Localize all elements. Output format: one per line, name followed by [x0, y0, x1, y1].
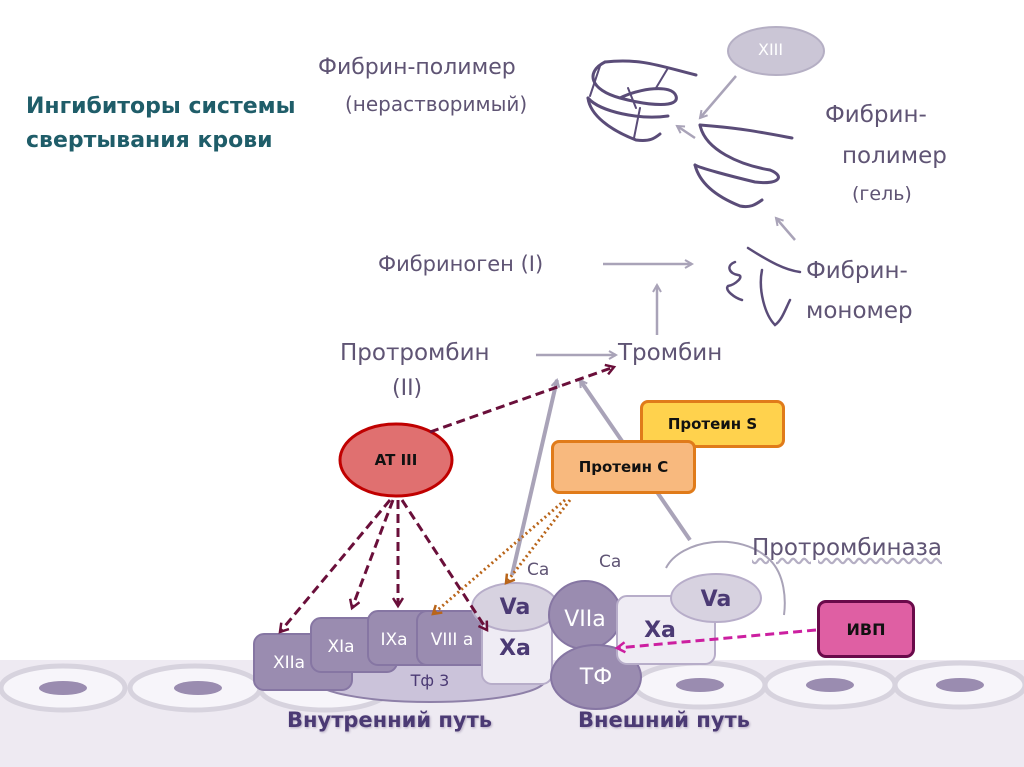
fibrin-monomer-label-1: Фибрин-	[806, 258, 908, 284]
factor-va-right-ellipse	[670, 573, 762, 623]
ivp-box: ИВП	[817, 600, 915, 658]
at3-arrow-xia	[352, 499, 395, 608]
protein-c-label: Протеин C	[578, 458, 669, 476]
title-line-2: свертывания крови	[26, 128, 273, 153]
at3-label: AT III	[374, 451, 418, 469]
factor-xiii-label: XIII	[758, 40, 784, 59]
protein-s-box: Протеин S	[640, 400, 785, 448]
cell-nuclei	[39, 678, 984, 695]
calcium-label-right: Ca	[599, 552, 622, 572]
factor-xa-right-label: Xa	[644, 617, 676, 643]
arrow-monomer-to-gel	[776, 218, 796, 241]
at3-arrow-xiia	[280, 499, 392, 632]
factor-viia-label: VIIa	[564, 606, 606, 632]
arrow-xiii-to-polymer	[700, 75, 737, 118]
protein-c-box: Протеин C	[551, 440, 696, 494]
gel-label: (гель)	[852, 183, 912, 205]
protein-s-label: Протеин S	[667, 415, 758, 433]
fibrin-monomer-icon	[725, 246, 802, 327]
factor-xiii-ellipse	[727, 26, 825, 76]
page-title: Ингибиторы системы свертывания крови	[26, 90, 296, 158]
cell-nucleus	[936, 678, 984, 692]
ivp-label: ИВП	[846, 619, 886, 639]
factor-xiia-label: XIIa	[272, 653, 306, 673]
factor-tf-ellipse	[550, 644, 642, 710]
factor-tf3-label: Тф 3	[410, 670, 450, 690]
fibrin-gel-icon	[693, 123, 794, 209]
title-line-1: Ингибиторы системы	[26, 94, 296, 119]
protein-c-arrow-viiia	[433, 498, 566, 614]
ivp-arrow-xa	[617, 628, 817, 648]
prothrombinase-label: Протромбиназа	[752, 535, 942, 561]
factor-va-right-label: Va	[700, 586, 732, 612]
intrinsic-pathway-label: Внутренний путь	[287, 708, 493, 732]
factor-tf-label: ТФ	[579, 664, 613, 690]
at3-arrow-xa	[400, 499, 487, 630]
factor-viiia-label: VIII a	[430, 630, 474, 650]
fibrin-polymer-gel-label-2: полимер	[842, 143, 947, 169]
fibrin-polymer-mesh-icon	[586, 59, 698, 142]
at3-ellipse	[338, 422, 454, 498]
prothrombinase-bracket	[665, 540, 786, 616]
fibrinogen-label: Фибриноген (I)	[378, 252, 544, 276]
thrombin-label: Тромбин	[618, 340, 723, 366]
insoluble-label: (нерастворимый)	[345, 92, 528, 116]
fibrin-polymer-label: Фибрин-полимер	[318, 55, 516, 80]
prothrombin-number-label: (II)	[392, 376, 423, 401]
factor-ixa-label: IXa	[380, 630, 408, 650]
cell-nucleus	[806, 678, 854, 692]
arrow-gel-to-polymer	[677, 126, 696, 140]
prothrombin-label: Протромбин	[340, 340, 490, 366]
extrinsic-pathway-label: Внешний путь	[578, 708, 750, 732]
factor-xa-left-label: Xa	[499, 635, 531, 661]
at3-arrow-thrombin	[429, 367, 614, 434]
factor-va-left-label: Va	[499, 594, 531, 620]
fibrin-monomer-label-2: мономер	[806, 298, 913, 324]
cell-nucleus	[174, 681, 222, 695]
cell-nucleus	[676, 678, 724, 692]
flow-arrows	[510, 75, 796, 576]
fibrin-polymer-gel-label-1: Фибрин-	[825, 102, 927, 128]
factor-xia-label: XIa	[327, 637, 355, 657]
arrow-intrinsic-to-thrombin	[510, 380, 557, 576]
cell-nucleus	[39, 681, 87, 695]
calcium-label-left: Ca	[527, 560, 550, 580]
